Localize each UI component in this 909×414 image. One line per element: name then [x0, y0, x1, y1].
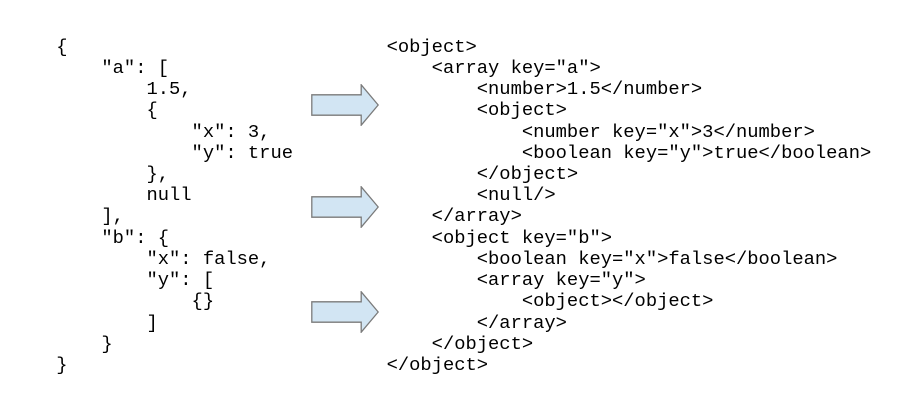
right-arrow-icon — [311, 291, 379, 333]
json-source-code: { "a": [ 1.5, { "x": 3, "y": true }, nul… — [56, 35, 293, 377]
right-arrow-icon — [311, 185, 379, 228]
xml-output-code: <object> <array key="a"> <number>1.5</nu… — [386, 35, 872, 377]
right-arrow-icon — [311, 84, 379, 126]
